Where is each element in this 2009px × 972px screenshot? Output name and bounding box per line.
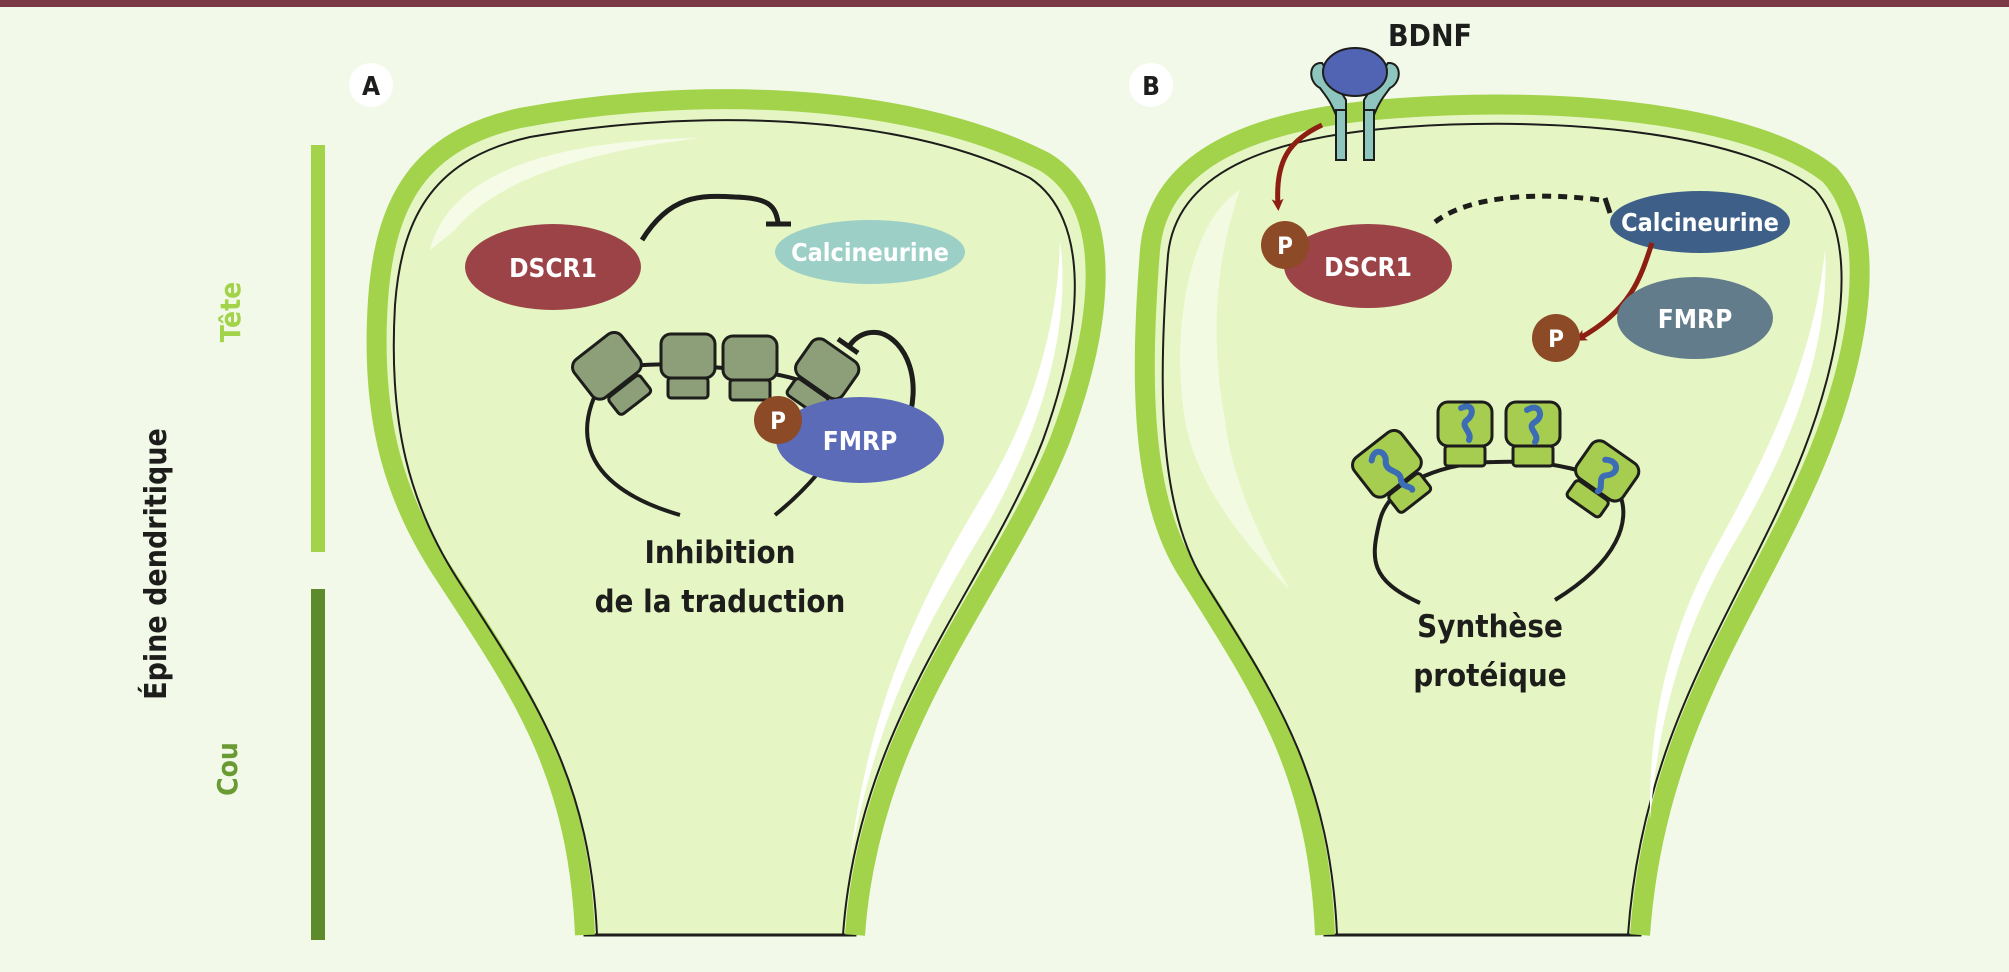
arrow-receptor-to-dscr1: [1271, 122, 1324, 211]
fmrp-inhibition-arc-a: [847, 329, 916, 431]
phosphate-b-dscr1: [1261, 221, 1309, 269]
dscr1-b-label: DSCR1: [1324, 253, 1412, 283]
head-bar: [311, 145, 325, 552]
bdnf-ligand: [1322, 47, 1388, 97]
fmrp-b-label: FMRP: [1658, 305, 1732, 335]
caption-a-line1: Inhibition: [644, 535, 795, 571]
ribosome-b-4: [1565, 439, 1641, 519]
badge-b: [1129, 63, 1173, 107]
fmrp-a-label: FMRP: [823, 427, 897, 457]
ribosome-a-3: [721, 334, 779, 402]
caption-b-line2: protéique: [1413, 658, 1566, 694]
top-bar: [0, 0, 2009, 7]
spine-b-membrane-band: [1134, 94, 1870, 936]
neck-label: Cou: [211, 742, 244, 796]
bdnf-label: BDNF: [1388, 19, 1472, 54]
spine-a-membrane-band: [366, 89, 1106, 936]
phosphate-b-fmrp: [1532, 314, 1580, 362]
ribosome-a-1: [571, 330, 653, 416]
ribosome-b-2: [1436, 400, 1494, 468]
ribosome-b-3: [1504, 400, 1562, 468]
badge-b-label: B: [1142, 72, 1160, 102]
spine-a-highlight-top: [430, 138, 700, 250]
badge-a: [349, 63, 393, 107]
spine-b-highlight-left: [1180, 190, 1290, 590]
spine-b-highlight-right: [1649, 250, 1826, 820]
phosphate-b-dscr1-label: P: [1277, 232, 1293, 260]
neck-bar: [311, 589, 325, 940]
fmrp-a: [776, 397, 944, 483]
caption-b-line1: Synthèse: [1417, 609, 1563, 645]
ribosome-a-2: [659, 332, 717, 400]
dashed-inhibition-arc: [1433, 193, 1601, 224]
calcineurine-a-label: Calcineurine: [791, 238, 949, 267]
dscr1-a-label: DSCR1: [509, 254, 597, 284]
spine-a-inner-outline: [392, 119, 1076, 936]
dashed-inhibition-bar: [1602, 197, 1613, 214]
calcineurine-b-label: Calcineurine: [1621, 208, 1779, 237]
spine-label: Épine dendritique: [138, 428, 174, 700]
calcineurine-a: [775, 220, 965, 284]
panel-a: A DSCR1 Calcineurine FMRP P: [349, 63, 1106, 937]
panel-b: B BDNF DSCR1 P Calcineurine FMRP P: [1129, 19, 1870, 937]
arrow-calcineurine-to-fmrp: [1574, 242, 1655, 341]
calcineurine-b: [1610, 191, 1790, 253]
phosphate-a-label: P: [770, 407, 786, 435]
spine-a-highlight-right: [850, 240, 1063, 860]
dscr1-b: [1284, 224, 1452, 308]
dscr1-a: [465, 224, 641, 310]
phosphate-b-fmrp-label: P: [1548, 325, 1564, 353]
spine-b-inner-outline: [1161, 122, 1843, 936]
phosphate-a: [754, 396, 802, 444]
head-label: Tête: [214, 282, 247, 343]
fmrp-inhibition-bar-a: [836, 336, 860, 356]
ribosome-b-1: [1351, 428, 1433, 514]
mrna-b: [1372, 459, 1626, 605]
badge-a-label: A: [362, 72, 380, 102]
inhibition-arc-dscr1-calcineurine: [639, 193, 781, 242]
caption-a-line2: de la traduction: [595, 584, 846, 620]
fmrp-b: [1617, 277, 1773, 359]
